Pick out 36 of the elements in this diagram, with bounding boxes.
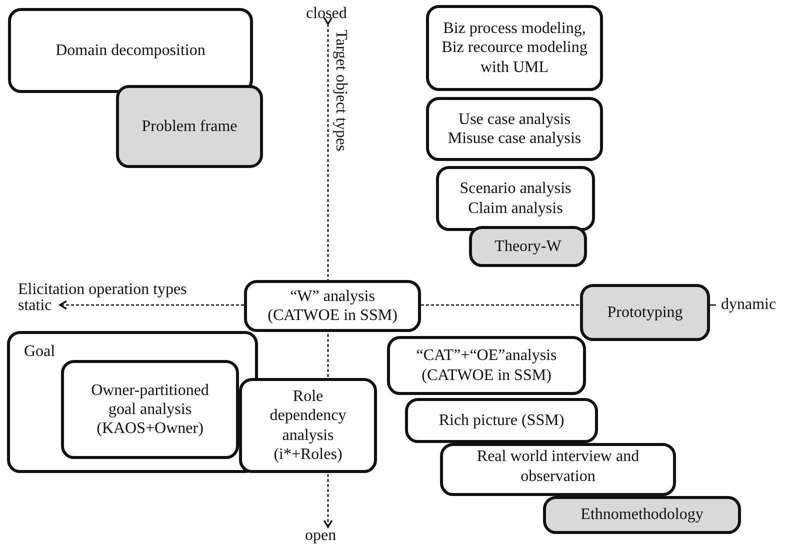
method-label: Use case analysis Misuse case analysis [446,110,582,148]
method-label: Role dependency analysis (i*+Roles) [268,387,348,464]
axis-label: static [18,297,52,315]
method-label: Domain decomposition [54,40,206,60]
method-box [7,331,258,473]
method-label: Theory-W [494,236,562,256]
method-label: Ethnomethodology [580,505,704,525]
method-box [61,360,239,459]
method-label: Prototyping [606,302,684,322]
shaded-method-box [580,284,710,341]
axis-label: closed [306,5,347,23]
method-label: “W” analysis (CATWOE in SSM) [266,286,398,326]
method-label: “CAT”+“OE”analysis (CATWOE in SSM) [415,346,558,385]
method-label: Scenario analysis Claim analysis [458,179,572,218]
method-box [440,443,676,496]
method-label: Problem frame [140,116,238,136]
shaded-method-box [116,85,263,168]
method-label: Owner-partitioned goal analysis (KAOS+Owner) [90,380,210,438]
axis-label: open [305,527,336,545]
method-box [426,5,603,91]
group-heading: Goal [23,342,56,362]
method-box [387,336,586,395]
method-label: Biz process modeling, Biz recource modeling with UML [440,19,588,77]
axis-label: dynamic [721,296,776,314]
method-box [426,97,603,161]
method-box [239,378,377,473]
method-box [405,398,598,443]
method-box [8,8,253,93]
method-label: Real world interview and observation [476,447,640,486]
method-label: Rich picture (SSM) [438,410,566,430]
method-box [244,280,421,332]
axis-label: Elicitation operation types [18,281,187,299]
shaded-method-box [543,496,741,534]
shaded-method-box [469,226,587,267]
method-box [436,166,595,231]
axis-label: Target object types [332,30,350,152]
